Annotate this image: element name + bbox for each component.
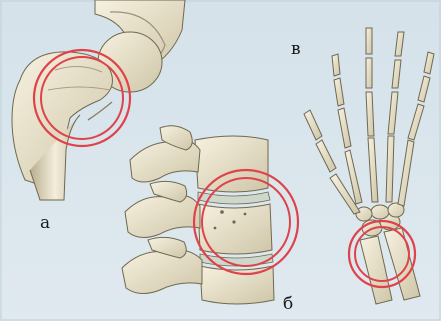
label-a: а (40, 213, 50, 233)
label-v: в (291, 39, 301, 59)
label-b: б (283, 294, 293, 314)
